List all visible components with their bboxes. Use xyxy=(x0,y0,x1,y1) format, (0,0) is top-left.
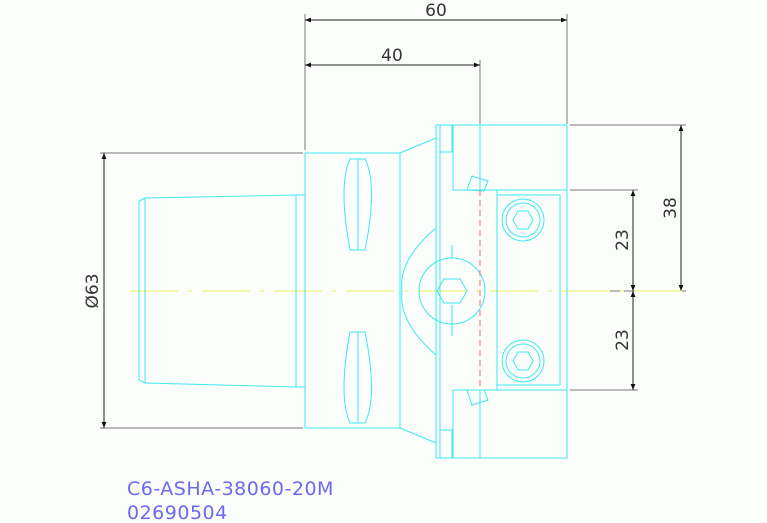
screw-upper xyxy=(501,198,545,242)
dimension-60-text: 60 xyxy=(425,1,447,21)
flange-body xyxy=(304,152,401,429)
dimension-23-upper-text: 23 xyxy=(613,229,633,251)
dimension-23-upper: 23 xyxy=(613,190,636,291)
order-code-label: 02690504 xyxy=(127,502,228,523)
center-screw xyxy=(418,245,486,336)
dimension-diameter-63: Ø63 xyxy=(83,153,107,428)
part-number-label: C6-ASHA-38060-20M xyxy=(127,478,334,500)
shank xyxy=(138,194,305,388)
screw-lower xyxy=(501,339,545,383)
dimension-60: 60 xyxy=(305,1,567,23)
dimension-23-lower: 23 xyxy=(613,291,636,390)
dimension-40: 40 xyxy=(305,46,480,68)
dimension-38-text: 38 xyxy=(661,197,681,219)
extension-lines xyxy=(100,14,686,429)
dimension-38: 38 xyxy=(661,125,684,291)
dimension-40-text: 40 xyxy=(381,46,403,66)
clamp-block xyxy=(496,189,568,391)
dimension-23-lower-text: 23 xyxy=(613,329,633,351)
dimension-diameter-text: Ø63 xyxy=(83,273,103,308)
